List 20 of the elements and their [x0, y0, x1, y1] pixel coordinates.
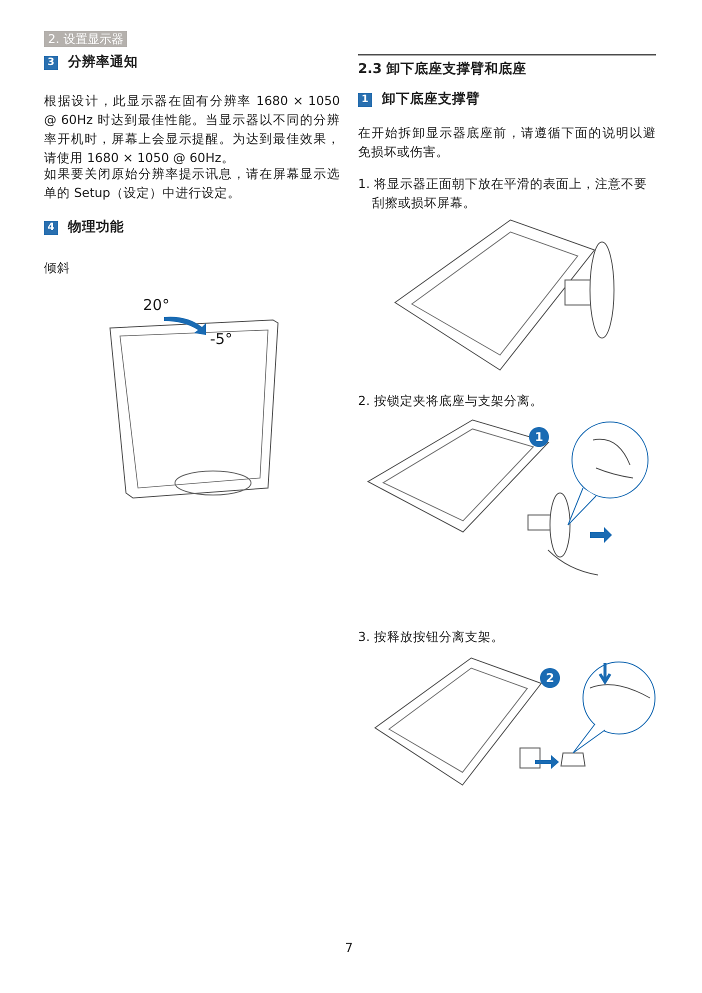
angle-label: 20°: [143, 296, 170, 315]
section-heading: 物理功能: [68, 218, 124, 237]
step-text: 3. 按释放按钮分离支架。: [358, 628, 505, 646]
angle-label: -5°: [210, 330, 232, 349]
body-paragraph: 在开始拆卸显示器底座前，请遵循下面的说明以避免损坏或伤害。: [358, 124, 656, 161]
section-number: 4: [44, 221, 58, 235]
page-number: 7: [345, 939, 353, 957]
body-paragraph: 如果要关闭原始分辨率提示讯息，请在屏幕显示选单的 Setup（设定）中进行设定。: [44, 165, 340, 202]
subheading: 倾斜: [44, 259, 70, 277]
step-text: 1. 将显示器正面朝下放在平滑的表面上，注意不要刮擦或损坏屏幕。: [358, 175, 648, 212]
section-heading: 2.3 卸下底座支撑臂和底座: [358, 60, 527, 79]
callout-number: 2: [540, 668, 560, 688]
body-paragraph: 根据设计，此显示器在固有分辨率 1680 × 1050 @ 60Hz 时达到最佳性能。当显示器以不同的分辨率开机时，屏幕上会显示提醒。为达到最佳效果，请使用 1680 × 1050 @ 60Hz。: [44, 92, 340, 167]
section-heading: 分辨率通知: [68, 53, 138, 72]
section-number: 1: [358, 93, 372, 107]
step-text: 2. 按锁定夹将底座与支架分离。: [358, 392, 544, 410]
section-number: 3: [44, 56, 58, 70]
section-header: 2. 设置显示器: [44, 31, 128, 47]
section-heading: 卸下底座支撑臂: [382, 90, 480, 109]
callout-number: 1: [529, 427, 549, 447]
